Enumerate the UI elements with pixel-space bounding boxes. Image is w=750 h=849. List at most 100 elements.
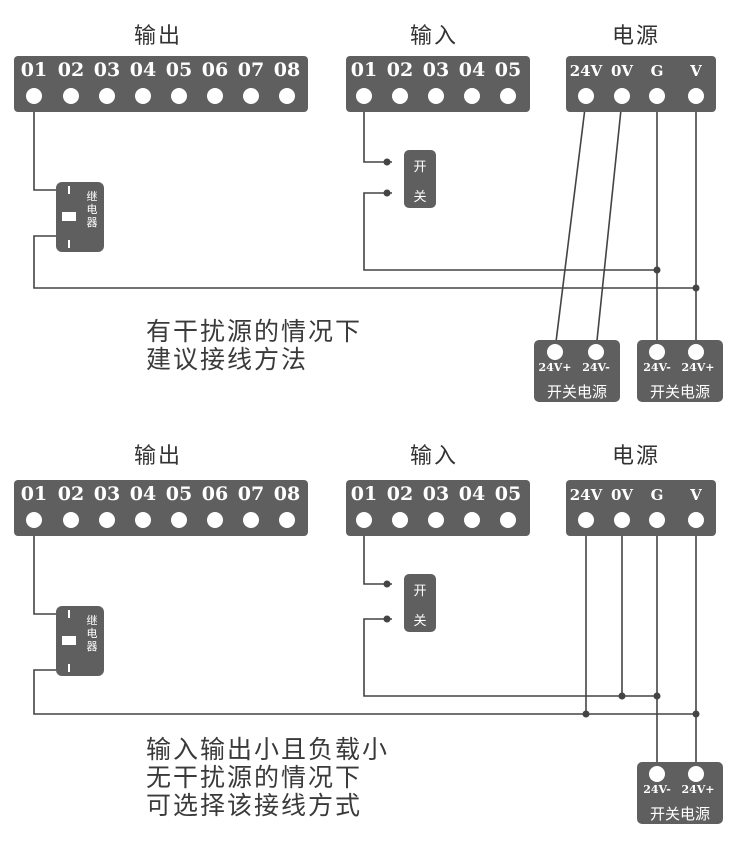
power-terminal-block: 24V 0V G V	[566, 480, 716, 536]
psu-terminal-screw	[688, 344, 704, 360]
input-terminal-screw	[428, 512, 444, 528]
input-terminal-screw	[392, 512, 408, 528]
output-terminal-label: 03	[93, 483, 121, 505]
relay-pin	[68, 186, 70, 194]
input-terminal-screw	[356, 512, 372, 528]
input-terminal-label: 02	[386, 483, 414, 505]
output-terminal-screw	[207, 512, 223, 528]
psu-pin-label: 24V-	[582, 361, 610, 374]
input-terminal-screw	[500, 88, 516, 104]
output-terminal-block: 01 02 03 04 05 06 07 08	[14, 480, 308, 536]
input-terminal-label: 05	[494, 59, 522, 81]
output-header: 输出	[134, 24, 183, 49]
output-terminal-screw	[243, 512, 259, 528]
output-terminal-label: 08	[273, 483, 301, 505]
psu-pin-label: 24V+	[538, 361, 572, 374]
output-terminal-screw	[99, 88, 115, 104]
input-terminal-block: 01 02 03 04 05	[346, 480, 530, 536]
psu-title: 开关电源	[649, 383, 710, 401]
relay: 继电器	[56, 606, 104, 676]
power-terminal-block: 24V 0V G V	[566, 56, 716, 112]
output-terminal-label: 05	[165, 483, 193, 505]
output-terminal-label: 02	[57, 59, 85, 81]
relay-coil-icon	[62, 636, 76, 645]
power-terminal-screw	[649, 512, 665, 528]
output-terminal-label: 07	[237, 483, 265, 505]
wires-diagram-1	[33, 99, 700, 351]
power-terminal-screw	[578, 512, 594, 528]
output-terminal-screw	[63, 88, 79, 104]
output-terminal-screw	[63, 512, 79, 528]
input-terminal-label: 02	[386, 59, 414, 81]
relay: 继电器	[56, 182, 104, 252]
relay-label: 继电器	[86, 190, 98, 229]
output-terminal-screw	[99, 512, 115, 528]
power-terminal-label: 0V	[610, 62, 634, 80]
input-terminal-label: 04	[458, 59, 486, 81]
input-terminal-screw	[500, 512, 516, 528]
output-terminal-screw	[279, 88, 295, 104]
input-terminal-screw	[356, 88, 372, 104]
switch-label-top: 开	[413, 584, 427, 599]
psu-terminal-screw	[688, 766, 704, 782]
input-terminal-screw	[392, 88, 408, 104]
wiring-note: 输入输出小且负载小 无干扰源的情况下 可选择该接线方式	[146, 736, 389, 820]
note-line: 输入输出小且负载小	[146, 735, 390, 764]
power-terminal-label: 24V	[569, 486, 603, 504]
power-terminal-label: V	[690, 486, 702, 504]
input-terminal-label: 01	[350, 483, 378, 505]
power-terminal-label: V	[690, 62, 702, 80]
output-terminal-label: 08	[273, 59, 301, 81]
diagram-2: 输出 输入 电源 01 02 03 04 05 06 07 08 01 02 0…	[0, 426, 750, 849]
input-terminal-label: 04	[458, 483, 486, 505]
input-header: 输入	[410, 24, 459, 49]
switch-label-top: 开	[413, 160, 427, 175]
output-terminal-screw	[243, 88, 259, 104]
input-terminal-block: 01 02 03 04 05	[346, 56, 530, 112]
power-header: 电源	[612, 24, 661, 49]
output-terminal-label: 04	[129, 59, 157, 81]
input-terminal-screw	[464, 512, 480, 528]
output-terminal-label: 05	[165, 59, 193, 81]
switch-label-bottom: 关	[413, 614, 427, 629]
psu-terminal-screw	[649, 344, 665, 360]
psu-pin-label: 24V+	[681, 783, 715, 796]
psu-title: 开关电源	[546, 383, 607, 401]
power-terminal-screw	[649, 88, 665, 104]
note-line: 可选择该接线方式	[146, 791, 363, 820]
note-line: 建议接线方法	[146, 345, 309, 374]
output-terminal-screw	[171, 88, 187, 104]
output-terminal-label: 07	[237, 59, 265, 81]
relay-label: 继电器	[86, 614, 98, 653]
input-terminal-label: 05	[494, 483, 522, 505]
output-terminal-screw	[135, 88, 151, 104]
switching-power-supply: 24V- 24V+ 开关电源	[637, 762, 723, 824]
output-terminal-label: 03	[93, 59, 121, 81]
power-terminal-screw	[688, 512, 704, 528]
note-line: 无干扰源的情况下	[146, 763, 363, 792]
power-terminal-screw	[578, 88, 594, 104]
input-terminal-label: 03	[422, 59, 450, 81]
switch-label-bottom: 关	[413, 190, 427, 205]
relay-pin	[68, 610, 70, 618]
output-terminal-label: 06	[201, 59, 229, 81]
output-terminal-screw	[26, 88, 42, 104]
output-terminal-screw	[279, 512, 295, 528]
switch: 开 关	[404, 574, 436, 632]
output-terminal-label: 01	[20, 483, 48, 505]
psu-terminal-screw	[547, 344, 563, 360]
output-terminal-screw	[207, 88, 223, 104]
switching-power-supply: 24V- 24V+ 开关电源	[637, 340, 723, 402]
output-terminal-label: 06	[201, 483, 229, 505]
input-header: 输入	[410, 444, 459, 469]
diagram-1: 输出 输入 电源 01 02 03 04 05 06 07 08 01 02 0…	[0, 0, 750, 420]
power-terminal-label: 0V	[610, 486, 634, 504]
power-terminal-label: 24V	[569, 62, 603, 80]
power-terminal-screw	[614, 88, 630, 104]
power-terminal-label: G	[650, 62, 664, 80]
switching-power-supply: 24V+ 24V- 开关电源	[534, 340, 620, 402]
power-terminal-label: G	[650, 486, 664, 504]
output-terminal-screw	[135, 512, 151, 528]
psu-title: 开关电源	[649, 805, 710, 823]
